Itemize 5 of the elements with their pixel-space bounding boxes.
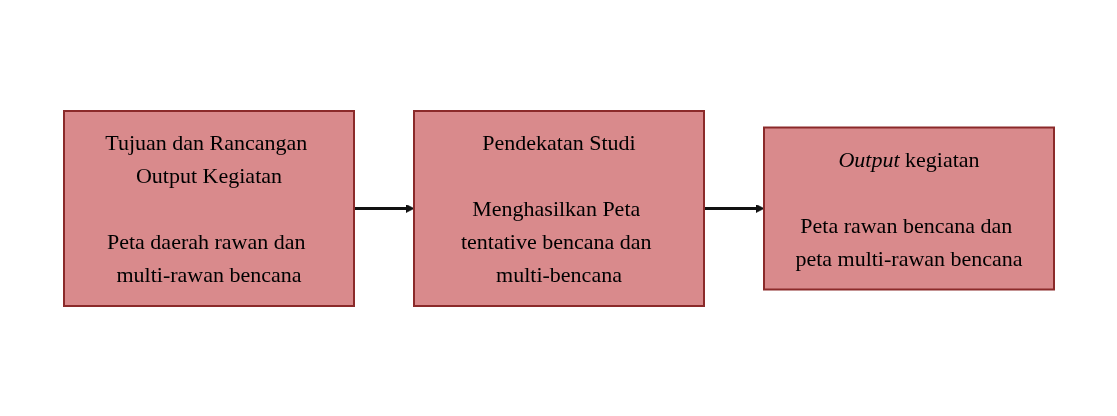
node-box: Tujuan dan Rancangan Output Kegiatan Peta daerah rawan dan multi-rawan bencana [62, 109, 355, 307]
node-box: Pendekatan Studi Menghasilkan Peta tentative bencana dan multi-bencana [412, 109, 705, 307]
arrow [703, 203, 764, 213]
arrow [353, 203, 414, 213]
node-box: Output kegiatan Peta rawan bencana dan peta multi-rawan bencana [762, 126, 1055, 290]
